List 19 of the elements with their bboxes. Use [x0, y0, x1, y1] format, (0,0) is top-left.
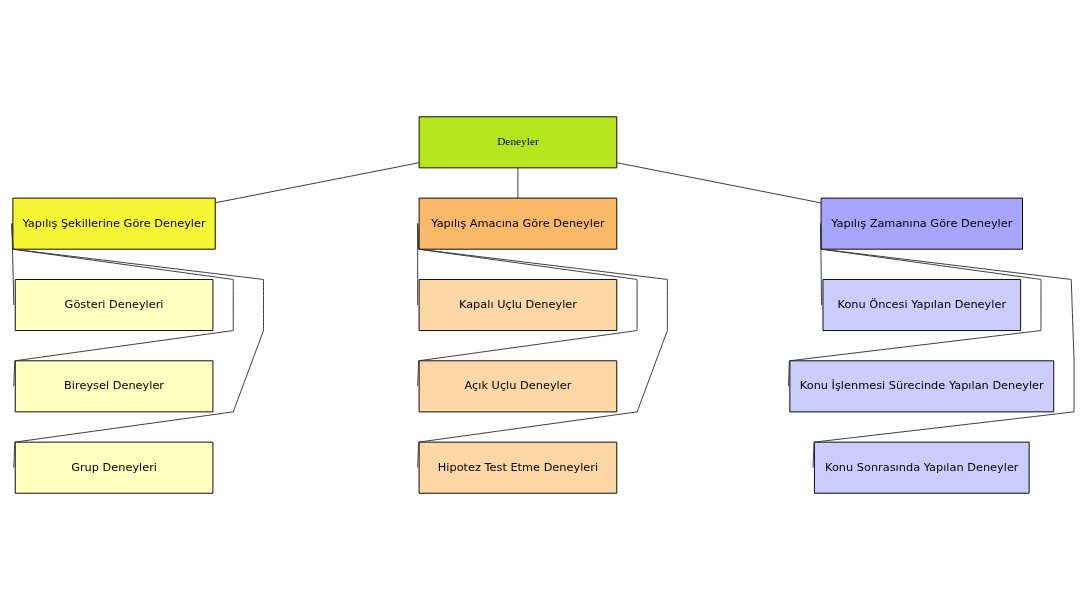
- node-box: Yapılış Zamanına Göre Deneyler: [820, 197, 1023, 250]
- node-box: Yapılış Amacına Göre Deneyler: [418, 197, 618, 250]
- node-box: Açık Uçlu Deneyler: [418, 359, 618, 412]
- node-box: Konu Sonrasında Yapılan Deneyler: [813, 441, 1030, 494]
- node-box: Kapalı Uçlu Deneyler: [418, 278, 618, 331]
- node-box: Konu Öncesi Yapılan Deneyler: [822, 278, 1022, 331]
- connector: [517, 167, 519, 198]
- connector: [215, 161, 420, 203]
- connector: [11, 222, 264, 468]
- connector: [812, 222, 1075, 468]
- node-box: Hipotez Test Etme Deneyleri: [418, 441, 618, 494]
- node-box: Bireysel Deneyler: [14, 359, 214, 412]
- node-box: Yapılış Şekillerine Göre Deneyler: [12, 197, 216, 250]
- node-box: Grup Deneyleri: [14, 441, 214, 494]
- connector: [417, 222, 668, 468]
- connector: [616, 161, 822, 203]
- node-box: Deneyler: [418, 115, 618, 168]
- node-box: Konu İşlenmesi Sürecinde Yapılan Deneyler: [789, 359, 1055, 412]
- node-box: Gösteri Deneyleri: [14, 278, 214, 331]
